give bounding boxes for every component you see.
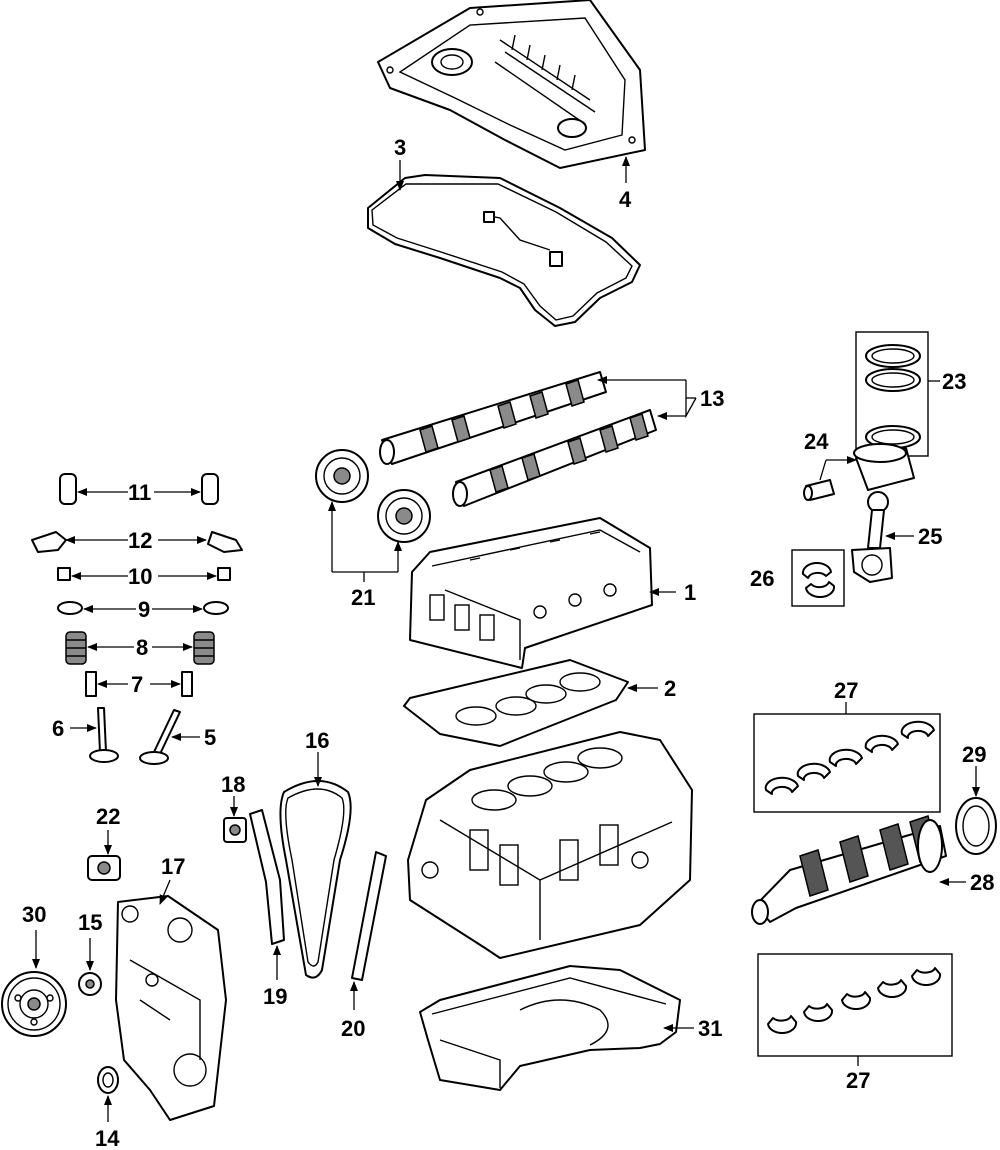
piston-pin[interactable] (803, 479, 835, 501)
callout-13: 13 (700, 386, 724, 411)
callout-30: 30 (22, 902, 46, 927)
callout-21: 21 (351, 585, 375, 610)
timing-cover[interactable] (115, 895, 227, 1121)
callout-3: 3 (394, 135, 406, 160)
callout-8: 8 (136, 635, 148, 660)
callout-25: 25 (918, 524, 942, 549)
timing-chain[interactable] (279, 780, 352, 979)
main-bearings-upper-box (753, 713, 941, 813)
rod-bearing[interactable] (801, 561, 836, 599)
connecting-rod[interactable] (851, 491, 893, 583)
callout-26: 26 (750, 566, 774, 591)
timing-chain-guide[interactable] (249, 809, 285, 945)
front-crank-seal[interactable] (97, 1066, 119, 1094)
callout-5: 5 (204, 725, 216, 750)
callout-2: 2 (664, 676, 676, 701)
callout-9: 9 (138, 597, 150, 622)
callout-7: 7 (131, 672, 143, 697)
intake-valve[interactable] (139, 709, 181, 765)
main-bearings-lower-box (757, 953, 953, 1057)
valve-cover-gasket[interactable] (367, 174, 641, 327)
callout-12: 12 (128, 528, 152, 553)
callout-23: 23 (942, 369, 966, 394)
callout-27-lower: 27 (846, 1068, 870, 1093)
callout-1: 1 (684, 580, 696, 605)
rod-bearing-box (791, 549, 845, 607)
lash-adjusters[interactable] (59, 473, 219, 505)
main-bearings-upper[interactable] (764, 720, 935, 795)
exhaust-valve[interactable] (89, 707, 119, 763)
valve-cover[interactable] (377, 0, 646, 169)
valve-springs[interactable] (65, 631, 215, 665)
timing-chain-tensioner[interactable] (223, 817, 247, 843)
callout-18: 18 (221, 772, 245, 797)
timing-chain-tensioner-guide[interactable] (351, 851, 387, 981)
engine-block[interactable] (407, 731, 693, 959)
main-bearings-lower[interactable] (767, 967, 942, 1035)
piston[interactable] (853, 443, 915, 491)
cam-sprockets[interactable] (315, 449, 431, 543)
callout-29: 29 (962, 742, 986, 767)
callout-24: 24 (804, 429, 829, 454)
callout-10: 10 (128, 564, 152, 589)
rocker-arms[interactable] (31, 531, 243, 553)
callout-20: 20 (341, 1016, 365, 1041)
callout-15: 15 (78, 910, 102, 935)
oil-pan[interactable] (419, 965, 681, 1091)
crankshaft[interactable] (751, 815, 947, 925)
valve-guides[interactable] (85, 671, 193, 697)
callout-19: 19 (263, 984, 287, 1009)
valve-keepers[interactable] (57, 567, 231, 581)
callout-22: 22 (96, 804, 120, 829)
oil-pump[interactable] (87, 855, 121, 881)
callout-6: 6 (52, 716, 64, 741)
callout-27-upper: 27 (834, 678, 858, 703)
rear-main-seal[interactable] (955, 797, 997, 855)
crankshaft-pulley[interactable] (1, 971, 67, 1037)
callout-17: 17 (161, 854, 185, 879)
callout-4: 4 (619, 187, 632, 212)
camshafts[interactable] (379, 371, 657, 507)
callout-11: 11 (128, 480, 151, 505)
head-gasket[interactable] (403, 659, 629, 747)
callout-14: 14 (95, 1126, 120, 1150)
callout-28: 28 (970, 870, 994, 895)
callout-16: 16 (305, 728, 329, 753)
cylinder-head[interactable] (409, 517, 653, 669)
crank-sprocket[interactable] (78, 972, 102, 996)
piston-rings[interactable] (865, 344, 921, 449)
callout-31: 31 (698, 1016, 722, 1041)
spring-retainers[interactable] (57, 601, 229, 615)
